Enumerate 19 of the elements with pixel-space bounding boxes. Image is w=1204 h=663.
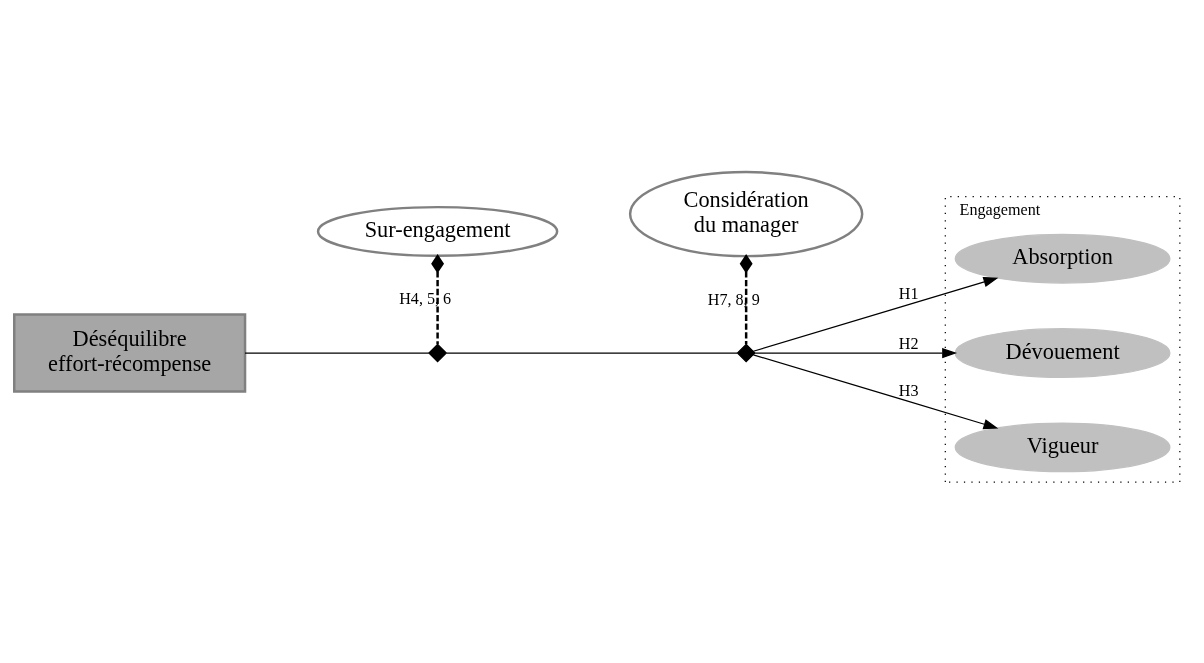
connector [244, 351, 430, 354]
arrow [754, 347, 958, 358]
node-diamond [428, 343, 448, 363]
node-ellipse: Vigueur [954, 421, 1171, 472]
arrow [752, 276, 999, 352]
edge-label: H7, 8, 9 [707, 290, 760, 307]
node-ellipse: Absorption [954, 233, 1171, 284]
node-diamond [736, 343, 756, 363]
edge-label: H3 [898, 381, 919, 399]
node-ellipse: Sur-engagement [316, 205, 559, 257]
connector [431, 253, 445, 344]
arrow [752, 353, 999, 429]
node-ellipse: Considération du manager [628, 170, 864, 257]
node-ellipse: Dévouement [954, 327, 1171, 378]
connector [445, 351, 738, 354]
edge-label: H2 [898, 334, 919, 352]
edge-label: H1 [898, 284, 919, 302]
node-box: Déséquilibre effort-récompense [13, 312, 247, 393]
connector [739, 253, 753, 344]
